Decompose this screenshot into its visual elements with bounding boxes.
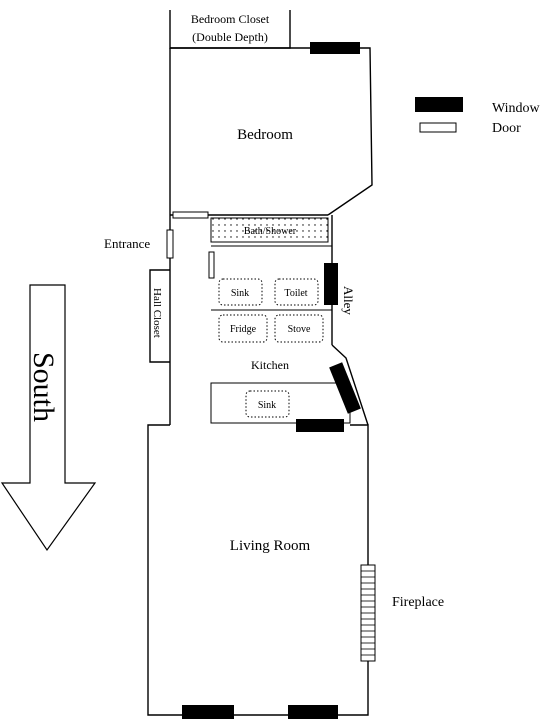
stove-label: Stove (288, 324, 311, 335)
kitchen-window (329, 362, 361, 414)
legend-window-swatch (415, 97, 463, 112)
entrance-door (166, 229, 174, 259)
legend: Window Door (415, 97, 541, 136)
living-room-window-bottom-right (288, 705, 338, 719)
living-room: Living Room (147, 424, 369, 716)
hall-closet-label: Hall Closet (151, 288, 163, 338)
bathroom: Bath/Shower Sink Toilet (169, 215, 333, 345)
bedroom-closet-label-1: Bedroom Closet (191, 12, 270, 26)
bath-window (324, 263, 338, 305)
living-room-label: Living Room (230, 538, 311, 554)
bath-sink-label: Sink (231, 288, 249, 299)
hall-closet: Hall Closet (149, 269, 171, 425)
bedroom-closet: Bedroom Closet (Double Depth) (169, 10, 291, 49)
living-room-window-top (296, 419, 344, 432)
living-room-window-bottom-left (182, 705, 234, 719)
bath-sink (218, 278, 263, 306)
fireplace-label: Fireplace (392, 595, 444, 610)
south-arrow: South (0, 284, 97, 552)
legend-door-swatch (419, 122, 457, 133)
entrance-label: Entrance (104, 236, 150, 251)
bath-door (208, 251, 215, 279)
bedroom-window (310, 42, 360, 54)
bedroom-label: Bedroom (237, 127, 293, 143)
kitchen-sink-label: Sink (258, 400, 276, 411)
bath-shower-label: Bath/Shower (244, 226, 297, 237)
legend-door-label: Door (492, 121, 521, 136)
toilet-label: Toilet (284, 288, 307, 299)
fridge (218, 314, 268, 343)
kitchen-label: Kitchen (251, 358, 289, 372)
stove (274, 314, 324, 343)
fridge-label: Fridge (230, 324, 257, 335)
toilet (274, 278, 319, 306)
south-label: South (27, 352, 60, 422)
fireplace: Fireplace (360, 564, 444, 662)
kitchen-sink (245, 390, 290, 418)
bedroom-door (172, 211, 209, 219)
bedroom-closet-label-2: (Double Depth) (192, 30, 268, 44)
legend-window-label: Window (492, 101, 541, 116)
kitchen: Fridge Stove Kitchen Sink (210, 314, 369, 426)
bedroom: Bedroom (169, 47, 373, 216)
alley-label: Alley (341, 286, 356, 315)
